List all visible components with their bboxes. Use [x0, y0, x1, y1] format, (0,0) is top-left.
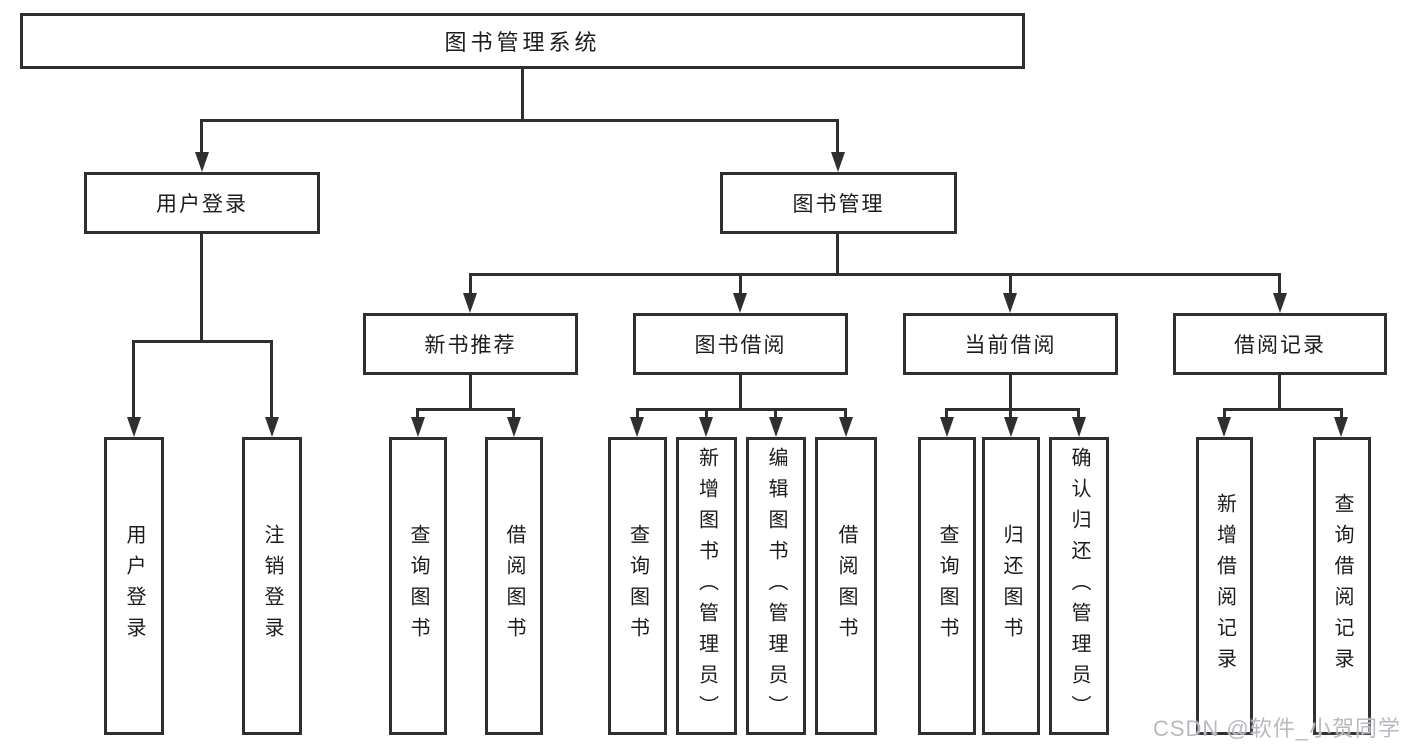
node-label: 用户登录	[123, 524, 145, 648]
leaf-return-books: 归还图书	[982, 437, 1040, 735]
node-library-management-system: 图书管理系统	[20, 13, 1025, 69]
arrowhead-down-icon	[507, 417, 521, 437]
watermark-csdn: CSDN @软件_小贺同学	[1152, 716, 1401, 741]
node-book-borrowing: 图书借阅	[633, 313, 848, 375]
arrowhead-down-icon	[1273, 293, 1287, 313]
connector-line	[1223, 408, 1343, 411]
connector-line	[739, 375, 742, 411]
leaf-query-borrow-record: 查询借阅记录	[1313, 437, 1371, 735]
leaf-edit-book-admin: 编辑图书（管理员）	[746, 437, 806, 735]
leaf-add-book-admin: 新增图书（管理员）	[676, 437, 737, 735]
node-label: 确认归还（管理员）	[1068, 446, 1090, 726]
connector-line	[774, 408, 777, 419]
connector-line	[1009, 375, 1012, 411]
leaf-user-login: 用户登录	[104, 437, 164, 735]
connector-line	[844, 408, 847, 419]
leaf-confirm-return-admin: 确认归还（管理员）	[1049, 437, 1109, 735]
connector-line	[836, 234, 839, 276]
arrowhead-down-icon	[411, 417, 425, 437]
node-current-borrowing: 当前借阅	[903, 313, 1118, 375]
arrowhead-down-icon	[630, 417, 644, 437]
connector-line	[1340, 408, 1343, 419]
node-label: 查询图书	[407, 524, 429, 648]
node-new-book-recommendation: 新书推荐	[363, 313, 578, 375]
leaf-query-books: 查询图书	[608, 437, 667, 735]
node-borrowing-records: 借阅记录	[1173, 313, 1387, 375]
arrowhead-down-icon	[1334, 417, 1348, 437]
node-label: 图书借阅	[694, 334, 787, 357]
connector-line	[705, 408, 708, 419]
node-label: 归还图书	[1000, 524, 1022, 648]
arrowhead-down-icon	[1003, 293, 1017, 313]
connector-line	[1223, 408, 1226, 419]
leaf-add-borrow-record: 新增借阅记录	[1196, 437, 1253, 735]
connector-line	[1278, 375, 1281, 411]
connector-line	[469, 273, 472, 295]
arrowhead-down-icon	[839, 417, 853, 437]
node-label: 借阅记录	[1234, 334, 1326, 357]
connector-line	[416, 408, 515, 411]
arrowhead-down-icon	[1004, 417, 1018, 437]
node-label: 用户登录	[156, 193, 248, 216]
node-label: 图书管理	[792, 193, 885, 216]
leaf-borrow-books: 借阅图书	[815, 437, 877, 735]
connector-line	[132, 340, 273, 343]
leaf-logout: 注销登录	[242, 437, 302, 735]
node-label: 借阅图书	[503, 524, 525, 648]
connector-line	[200, 119, 839, 122]
connector-line	[636, 408, 639, 419]
connector-line	[416, 408, 419, 419]
arrowhead-down-icon	[463, 293, 477, 313]
connector-line	[521, 68, 524, 122]
arrowhead-down-icon	[195, 152, 209, 172]
node-label: 借阅图书	[835, 524, 857, 648]
arrowhead-down-icon	[1072, 417, 1086, 437]
connector-line	[945, 408, 1080, 411]
arrowhead-down-icon	[831, 152, 845, 172]
node-label: 查询图书	[936, 524, 958, 648]
connector-line	[200, 234, 203, 343]
leaf-borrow-books: 借阅图书	[485, 437, 543, 735]
node-label: 新增图书（管理员）	[695, 446, 718, 726]
arrowhead-down-icon	[733, 293, 747, 313]
connector-line	[1278, 273, 1281, 295]
connector-line	[200, 119, 203, 154]
node-book-management: 图书管理	[720, 172, 957, 234]
node-label: 当前借阅	[964, 334, 1057, 357]
connector-line	[636, 408, 847, 411]
node-user-login: 用户登录	[84, 172, 320, 234]
node-label: 新书推荐	[424, 334, 517, 357]
arrowhead-down-icon	[699, 417, 713, 437]
connector-line	[270, 340, 273, 419]
connector-line	[1009, 408, 1012, 419]
connector-line	[132, 340, 135, 419]
connector-line	[836, 119, 839, 154]
arrowhead-down-icon	[769, 417, 783, 437]
connector-line	[945, 408, 948, 419]
connector-line	[469, 273, 1281, 276]
leaf-query-books: 查询图书	[918, 437, 976, 735]
connector-line	[1009, 273, 1012, 295]
connector-line	[1077, 408, 1080, 419]
arrowhead-down-icon	[127, 417, 141, 437]
node-label: 编辑图书（管理员）	[765, 446, 787, 726]
connector-line	[739, 273, 742, 295]
node-label: 查询图书	[626, 524, 649, 648]
connector-line	[512, 408, 515, 419]
connector-line	[469, 375, 472, 411]
arrowhead-down-icon	[265, 417, 279, 437]
leaf-query-books: 查询图书	[389, 437, 447, 735]
node-label: 图书管理系统	[444, 30, 601, 55]
arrowhead-down-icon	[940, 417, 954, 437]
node-label: 注销登录	[261, 524, 283, 648]
arrowhead-down-icon	[1217, 417, 1231, 437]
node-label: 查询借阅记录	[1331, 493, 1353, 679]
node-label: 新增借阅记录	[1213, 493, 1236, 679]
